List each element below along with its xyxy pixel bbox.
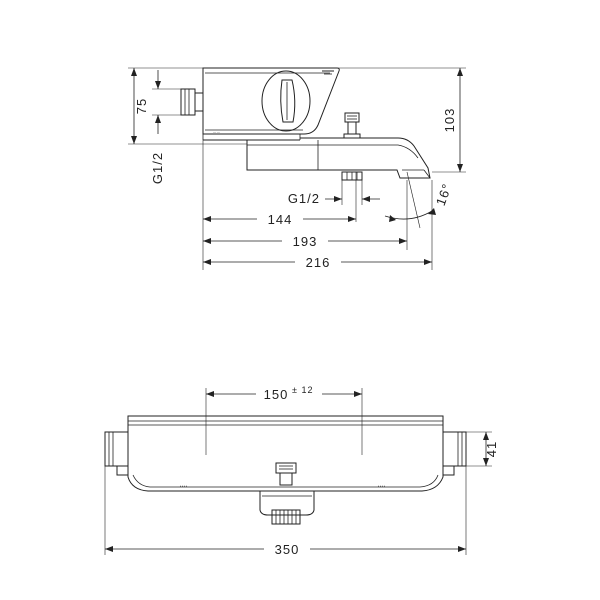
spout-outline (246, 137, 431, 179)
outlet-thread (341, 171, 363, 181)
left-connector (104, 431, 129, 476)
right-connector (442, 431, 467, 476)
dim-label-144: 144 (268, 212, 293, 227)
spout-inner-curve (247, 144, 419, 159)
front-body-bottom-curve (132, 474, 439, 488)
dim-label-150-tolerance: ± 12 (292, 385, 313, 395)
dim-label-103: 103 (442, 108, 457, 133)
spout-nozzle-side (423, 169, 431, 179)
front-marks-left: ▪ ▪ ▪ ▪ (180, 484, 187, 488)
dim-label-41: 41 (484, 441, 499, 457)
dim-label-angle: 16° (433, 181, 455, 207)
front-marks-right: ▪ ▪ ▪ ▪ (378, 484, 385, 488)
dim-label-75: 75 (134, 98, 149, 114)
dim-label-thread-outlet: G1/2 (288, 191, 320, 206)
spout-front (259, 490, 315, 525)
thermostat-handle (261, 70, 311, 132)
side-view: — — (128, 67, 466, 270)
dim-label-216: 216 (306, 255, 331, 270)
inlet-connector (180, 88, 204, 116)
dim-label-150: 150 (264, 387, 289, 402)
body-marking: — — (213, 130, 220, 134)
diverter-knob-front (275, 462, 297, 486)
front-body-outline (127, 415, 444, 492)
dim-label-thread-inlet: G1/2 (150, 152, 165, 184)
diverter-knob (343, 112, 361, 139)
dim-label-193: 193 (293, 234, 318, 249)
dim-label-350: 350 (275, 542, 300, 557)
front-view: ▪ ▪ ▪ ▪ ▪ ▪ ▪ ▪ (104, 384, 499, 557)
